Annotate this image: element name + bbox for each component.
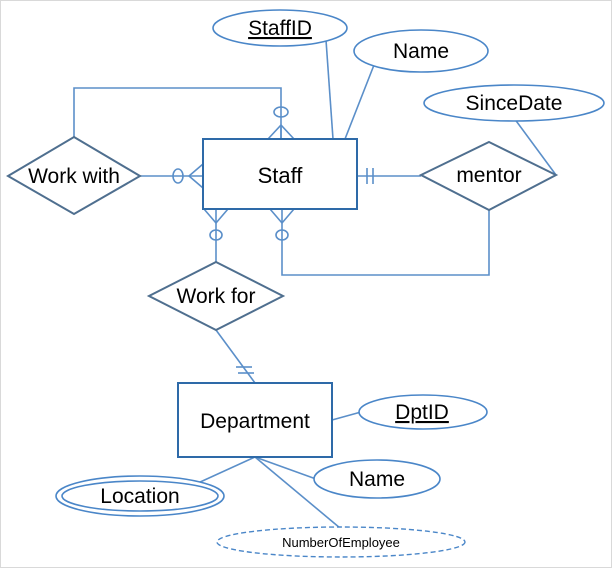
department-label: Department [200, 410, 310, 433]
sincedate-connector [513, 117, 557, 176]
workfor-department-line [215, 329, 256, 384]
department-top-one-icon [236, 366, 254, 374]
work-with-loop-line [73, 87, 282, 139]
staffid-connector [325, 39, 334, 140]
staff-left-crowfoot-icon [172, 163, 204, 189]
entity-department[interactable]: Department [177, 382, 333, 458]
staffid-label: StaffID [248, 17, 312, 40]
work-with-label: Work with [28, 165, 120, 188]
mentor-label: mentor [456, 164, 521, 187]
dptid-connector [331, 411, 362, 421]
attribute-staff-name[interactable]: Name [353, 29, 489, 73]
attribute-sincedate[interactable]: SinceDate [423, 84, 605, 122]
dptid-label: DptID [395, 401, 449, 424]
attribute-location-multivalued[interactable]: Location [55, 475, 225, 517]
relationship-work-with[interactable]: Work with [6, 135, 142, 216]
staff-label: Staff [258, 163, 304, 188]
staff-top-crowfoot-icon [267, 106, 295, 140]
relationship-work-for[interactable]: Work for [146, 260, 286, 332]
staff-bottom-right-crowfoot-icon [269, 208, 295, 241]
entity-staff[interactable]: Staff [202, 138, 358, 210]
dept-name-label: Name [349, 468, 405, 491]
staff-name-label: Name [393, 40, 449, 63]
number-of-employee-label: NumberOfEmployee [282, 535, 400, 550]
location-connector [197, 456, 256, 484]
cardinality-marks [172, 106, 374, 374]
attribute-dptid[interactable]: DptID [358, 394, 488, 430]
work-for-label: Work for [177, 285, 256, 308]
attribute-staffid[interactable]: StaffID [212, 9, 348, 47]
attribute-number-of-employee-derived[interactable]: NumberOfEmployee [216, 526, 466, 558]
sincedate-label: SinceDate [466, 92, 563, 115]
mentor-loop-line [281, 209, 490, 276]
staff-bottom-left-crowfoot-icon [203, 208, 229, 241]
relationship-mentor[interactable]: mentor [418, 140, 559, 212]
number-of-employee-connector [254, 456, 341, 529]
attribute-dept-name[interactable]: Name [313, 459, 441, 499]
location-label: Location [100, 485, 179, 508]
staff-right-one-icon [366, 168, 374, 184]
connector-lines [73, 39, 557, 529]
dept-name-connector [254, 456, 317, 480]
staff-name-connector [344, 64, 375, 140]
